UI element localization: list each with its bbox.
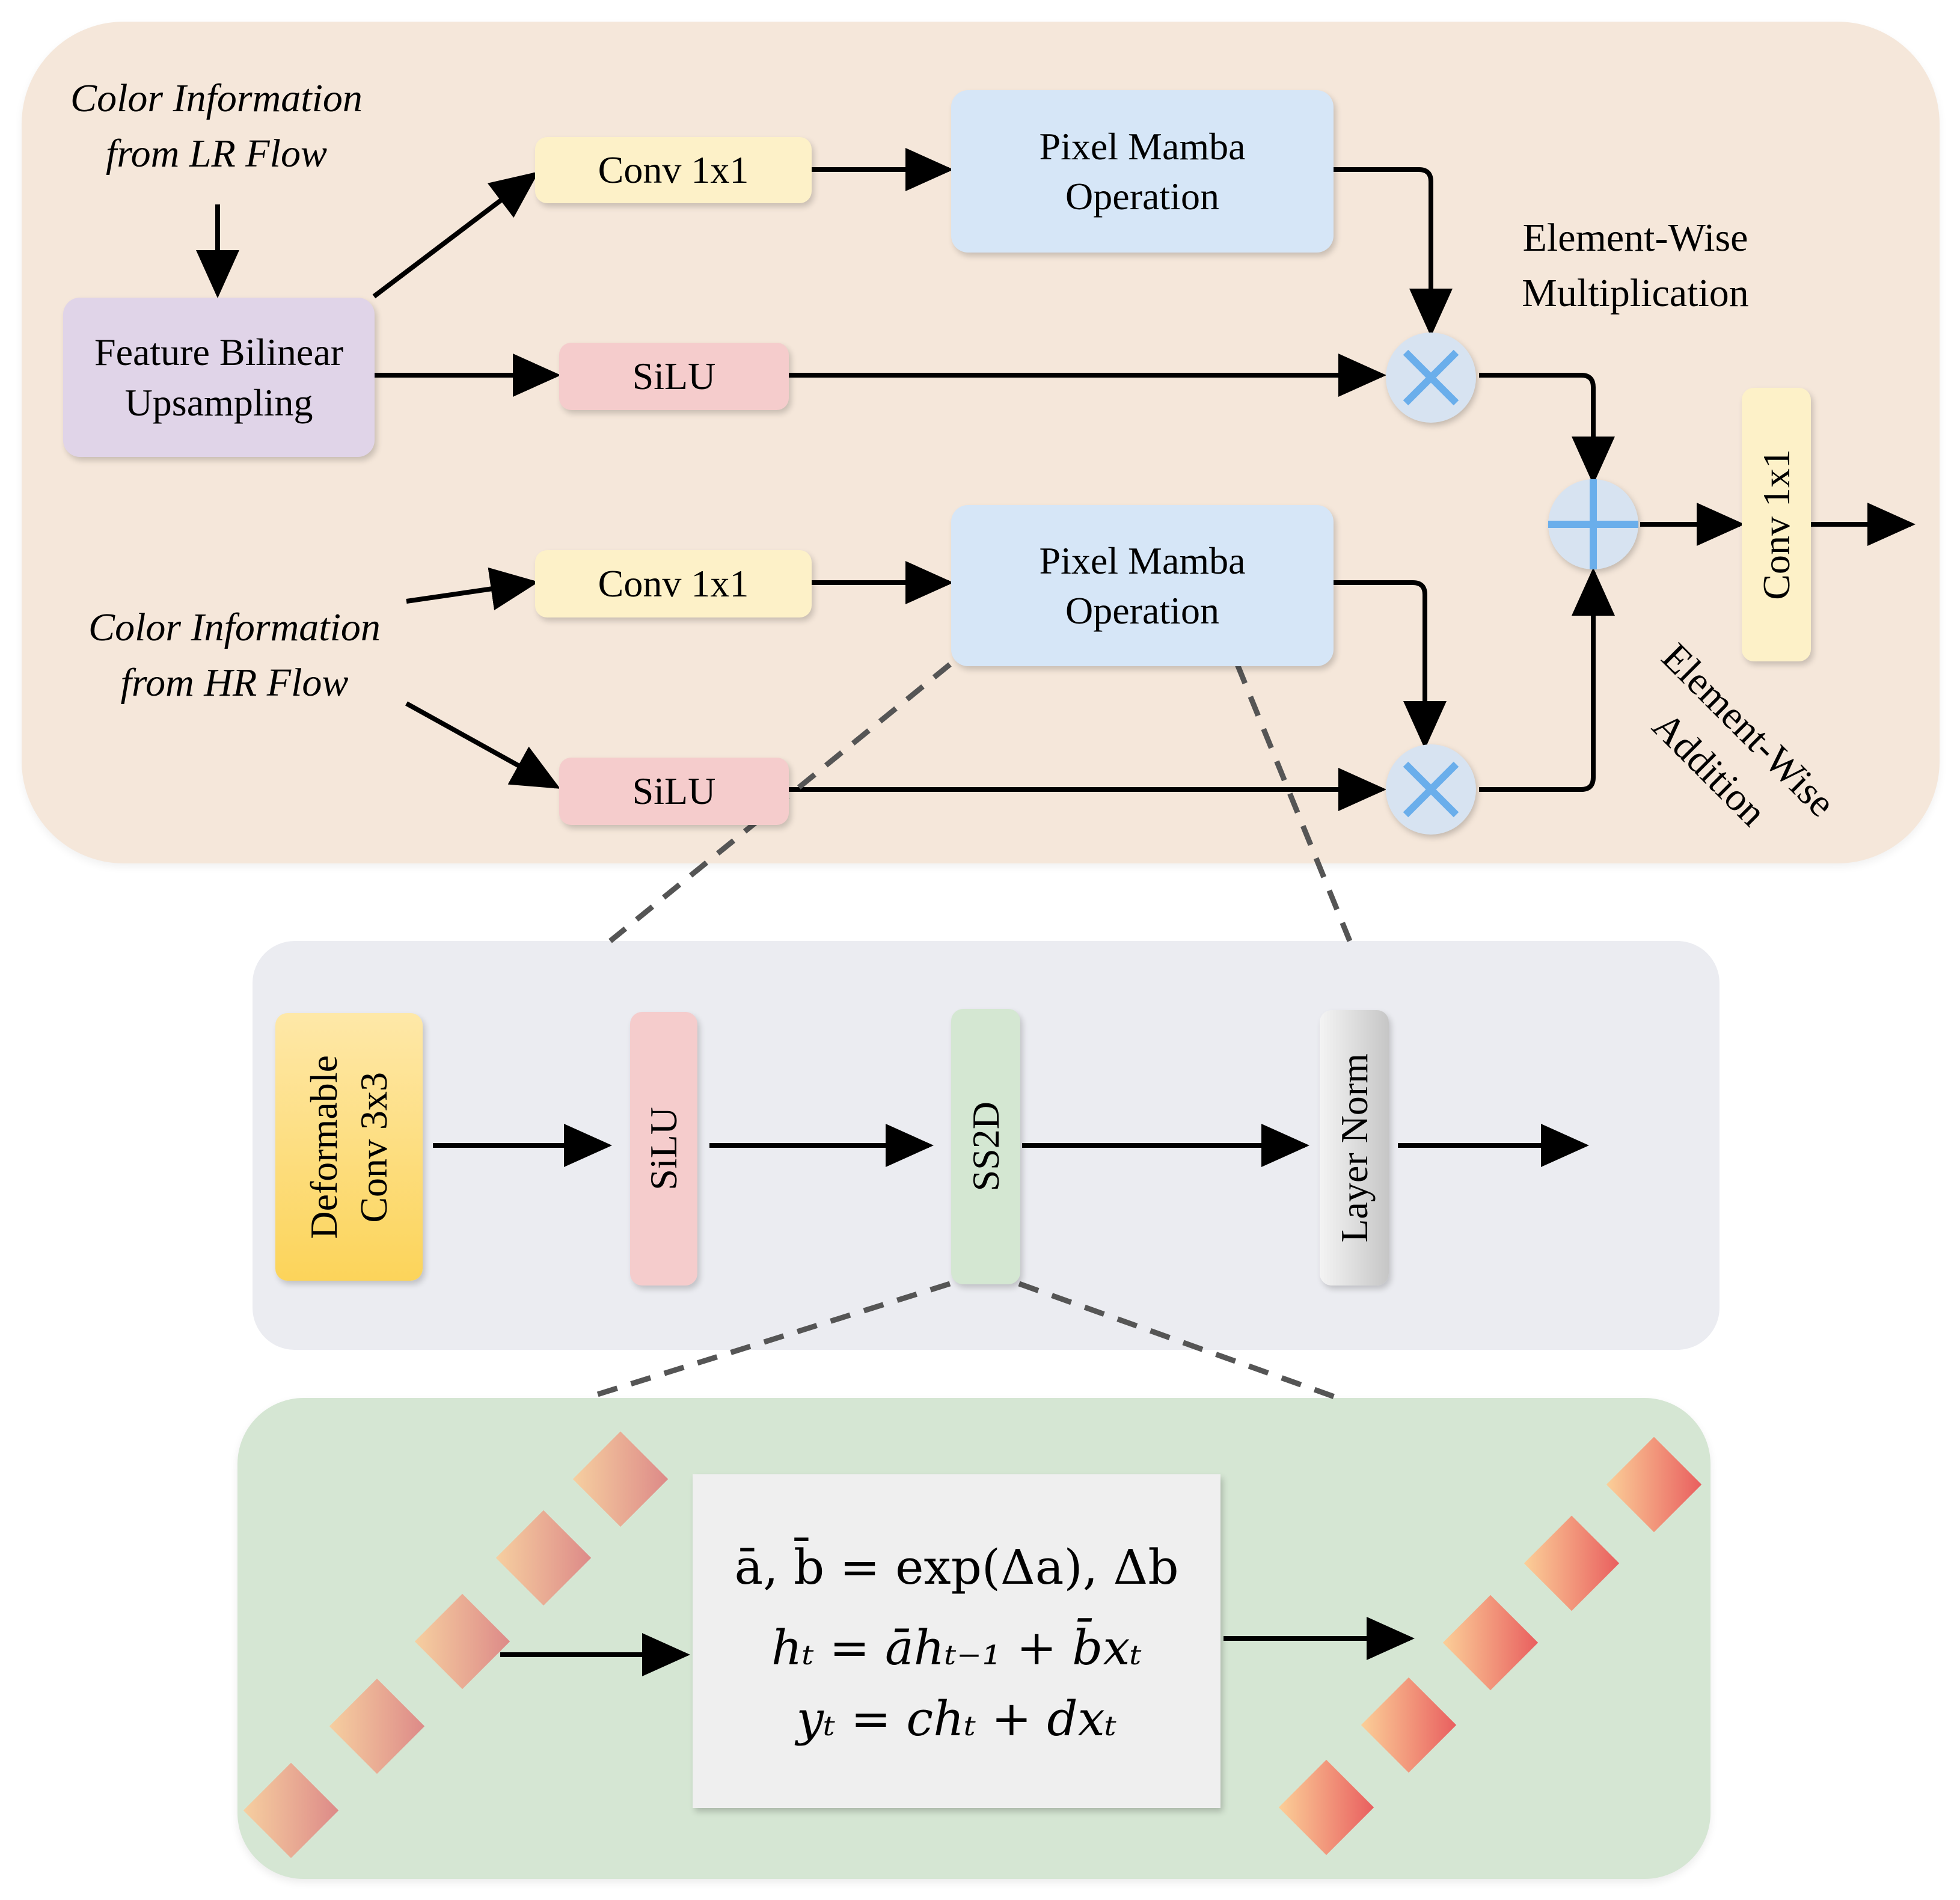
lr-flow-input-label: Color Information from LR Flow xyxy=(70,76,363,176)
pixel-mamba-operation-block-bottom: Pixel Mamba Operation xyxy=(951,505,1334,666)
conv-1x1-block-top: Conv 1x1 xyxy=(535,137,812,203)
deformable-conv-3x3-label: Deformable Conv 3x3 xyxy=(302,1055,396,1239)
equation-state-update: hₜ = āhₜ₋₁ + b̄xₜ xyxy=(771,1620,1142,1676)
feature-bilinear-upsampling-block: Feature Bilinear Upsampling xyxy=(63,298,375,457)
output-token xyxy=(1278,1759,1374,1856)
arrow-hr-to-silu xyxy=(405,701,560,789)
input-token xyxy=(243,1762,339,1859)
silu-label-mid: SiLU xyxy=(642,1107,685,1191)
pixel-mamba-operation-block-top: Pixel Mamba Operation xyxy=(951,90,1334,253)
conv-1x1-output-label: Conv 1x1 xyxy=(1754,449,1798,600)
output-token xyxy=(1524,1515,1620,1611)
conv-1x1-block-bottom: Conv 1x1 xyxy=(535,550,812,618)
ss2d-equation-box: ā, b̄ = exp(Δa), Δb hₜ = āhₜ₋₁ + b̄xₜ yₜ… xyxy=(693,1474,1220,1808)
output-token xyxy=(1442,1595,1539,1691)
ss2d-label: SS2D xyxy=(964,1102,1007,1192)
layer-norm-label: Layer Norm xyxy=(1332,1053,1376,1243)
arrow-hr-to-conv xyxy=(406,567,539,611)
output-token xyxy=(1606,1436,1702,1533)
arrow-mult-bottom-to-add xyxy=(1479,568,1615,792)
arrow-mult-top-to-add xyxy=(1479,373,1615,485)
arrow-upsample-to-conv xyxy=(372,171,539,299)
output-token-sequence xyxy=(1278,1436,1702,1856)
layer-norm-block: Layer Norm xyxy=(1320,1010,1389,1286)
zoom-line-right-1 xyxy=(1234,663,1353,942)
input-token xyxy=(329,1678,425,1774)
ss2d-block: SS2D xyxy=(951,1009,1020,1284)
hr-flow-input-label: Color Information from HR Flow xyxy=(88,605,381,705)
silu-block-top: SiLU xyxy=(559,343,789,410)
equation-output: yₜ = chₜ + dxₜ xyxy=(796,1691,1117,1747)
input-token xyxy=(572,1431,669,1527)
zoom-line-right-2 xyxy=(1018,1281,1339,1401)
output-token xyxy=(1361,1677,1457,1773)
deformable-conv-3x3-block: Deformable Conv 3x3 xyxy=(275,1013,423,1281)
input-token-sequence xyxy=(243,1431,669,1859)
conv-1x1-output-block: Conv 1x1 xyxy=(1742,388,1811,661)
silu-block-bottom: SiLU xyxy=(559,758,789,825)
equation-discretization: ā, b̄ = exp(Δa), Δb xyxy=(734,1539,1179,1595)
element-wise-multiplication-label: Element-Wise Multiplication xyxy=(1522,216,1749,316)
arrow-mamba-top-to-mult xyxy=(1332,167,1453,337)
arrow-mamba-bottom-to-mult xyxy=(1332,580,1447,749)
silu-block-mid: SiLU xyxy=(630,1012,697,1286)
input-token xyxy=(495,1510,592,1606)
input-token xyxy=(414,1593,510,1690)
zoom-line-left-2 xyxy=(585,1281,951,1401)
